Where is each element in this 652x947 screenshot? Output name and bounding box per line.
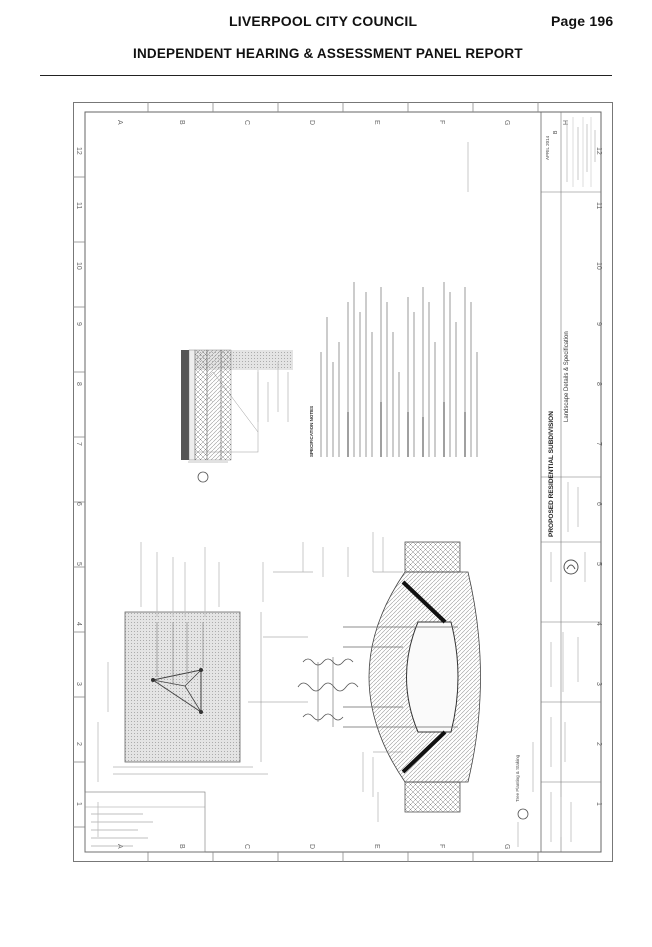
landscape-drawing-sheet: A B C D E F G H A B C D E F G 1 2 3 4 5 … [73,102,613,862]
report-title: INDEPENDENT HEARING & ASSESSMENT PANEL R… [133,46,523,61]
grid-number-left-6: 6 [75,502,82,506]
grid-letter-bottom-d: D [308,844,315,849]
grid-numbers-right: 1 2 3 4 5 6 7 8 9 10 11 12 [595,147,602,806]
specification-notes: SPECIFICATION NOTES [309,282,478,457]
grid-number-right-12: 12 [595,147,602,155]
grid-number-left-3: 3 [75,682,82,686]
grid-number-left-1: 1 [75,802,82,806]
grid-letter-top-f: F [438,120,445,124]
grid-letters-top: A B C D E F G H [116,120,568,125]
grid-letter-bottom-e: E [373,844,380,849]
project-title: PROPOSED RESIDENTIAL SUBDIVISION [548,411,555,537]
grid-letter-top-h: H [561,120,568,125]
grid-letter-bottom-g: G [503,844,510,849]
grid-letters-bottom: A B C D E F G [116,844,510,849]
title-block: APRIL 2014 B Landscape Details & Specifi… [540,111,602,853]
title-block-revision: B [553,130,559,134]
page-number: Page 196 [551,13,614,29]
grid-number-right-5: 5 [595,562,602,566]
grid-number-right-7: 7 [595,442,602,446]
drawing-svg: A B C D E F G H A B C D E F G 1 2 3 4 5 … [73,102,613,862]
tree-plan-detail [113,542,268,775]
grid-number-left-12: 12 [75,147,82,155]
organisation-name: LIVERPOOL CITY COUNCIL [229,13,418,29]
grid-letter-bottom-f: F [438,844,445,848]
grid-number-left-8: 8 [75,382,82,386]
grid-number-left-4: 4 [75,622,82,626]
grid-number-right-8: 8 [595,382,602,386]
grid-numbers-left: 1 2 3 4 5 6 7 8 9 10 11 12 [75,147,82,806]
grid-letter-bottom-c: C [243,844,250,849]
grid-letter-top-d: D [308,120,315,125]
grid-number-left-7: 7 [75,442,82,446]
legend-block [84,791,206,853]
turf-section-detail [181,349,293,483]
specification-text-lines [320,282,478,457]
grid-letter-bottom-b: B [178,844,185,849]
tree-section-label: Tree Planting & Staking [515,754,520,802]
grid-number-left-11: 11 [75,202,82,209]
council-logo-icon [563,559,579,575]
grid-number-left-10: 10 [75,262,82,270]
grid-number-right-6: 6 [595,502,602,506]
title-block-date: APRIL 2014 [545,135,550,160]
grid-number-right-10: 10 [595,262,602,270]
grid-number-right-9: 9 [595,322,602,326]
header-divider [40,75,612,76]
grid-number-left-5: 5 [75,562,82,566]
grid-letter-top-c: C [243,120,250,125]
grid-number-left-2: 2 [75,742,82,746]
grid-number-right-4: 4 [595,622,602,626]
grid-letter-top-e: E [373,120,380,125]
misc-annotation-lines [97,142,519,847]
grid-ticks [73,102,539,862]
grid-letter-top-g: G [503,120,510,125]
grid-letter-top-b: B [178,120,185,125]
grid-number-right-3: 3 [595,682,602,686]
grid-number-right-11: 11 [595,202,602,209]
sheet-title: Landscape Details & Specification [564,331,570,422]
grid-letter-bottom-a: A [116,844,123,849]
grid-number-right-1: 1 [595,802,602,806]
tree-section-detail: Tree Planting & Staking [248,532,534,822]
specification-heading: SPECIFICATION NOTES [309,406,314,457]
grid-number-right-2: 2 [595,742,602,746]
grid-letter-top-a: A [116,120,123,125]
grid-number-left-9: 9 [75,322,82,326]
